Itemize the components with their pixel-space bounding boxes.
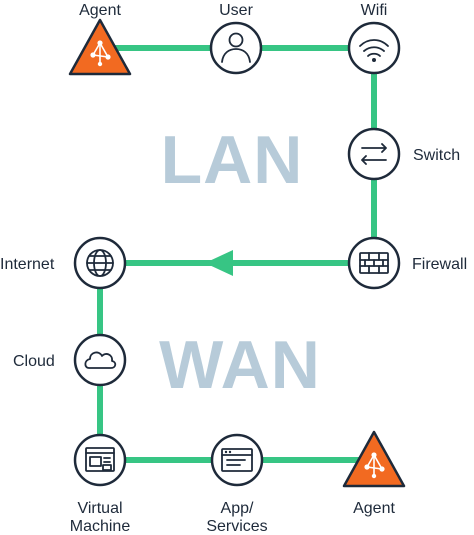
user-node-circle: [209, 21, 263, 75]
agent-bottom-label: Agent: [353, 500, 395, 517]
node-agent-bottom: Agent: [342, 430, 406, 517]
internet-label: Internet: [0, 256, 55, 273]
switch-label: Switch: [413, 147, 460, 164]
browser-window-icon: [221, 448, 253, 472]
node-agent-top: Agent: [68, 2, 132, 76]
user-label: User: [219, 2, 253, 19]
globe-icon: [86, 249, 114, 277]
cloud-icon: [84, 351, 117, 369]
wifi-icon: [359, 39, 389, 62]
cloud-node-circle: [73, 333, 127, 387]
node-user: User: [209, 2, 263, 75]
virtual-machine-node-circle: [73, 433, 127, 487]
firewall-brick-icon: [359, 252, 389, 274]
agent-network-glyph-icon: [364, 452, 385, 479]
virtual-machine-label-line2: Machine: [70, 518, 131, 535]
switch-node-circle: [347, 127, 401, 181]
app-services-label-line2: Services: [206, 518, 267, 535]
node-internet: Internet: [0, 236, 127, 290]
virtual-machine-icon: [85, 447, 115, 472]
wan-watermark: WAN: [159, 327, 321, 403]
node-app-services: App/ Services: [206, 433, 268, 535]
node-firewall: Firewall: [347, 236, 467, 290]
firewall-label: Firewall: [412, 256, 467, 273]
flow-arrow-icon: [205, 250, 233, 276]
node-cloud: Cloud: [13, 333, 127, 387]
wifi-label: Wifi: [361, 2, 388, 19]
node-switch: Switch: [347, 127, 460, 181]
cloud-label: Cloud: [13, 353, 55, 370]
node-wifi: Wifi: [347, 2, 401, 75]
user-icon: [221, 32, 251, 63]
agent-top-label: Agent: [79, 2, 121, 19]
node-virtual-machine: Virtual Machine: [70, 433, 131, 535]
lan-watermark: LAN: [161, 122, 304, 198]
virtual-machine-label-line1: Virtual: [77, 500, 122, 517]
app-services-label-line1: App/: [221, 500, 254, 517]
switch-arrows-icon: [361, 143, 387, 165]
agent-network-glyph-icon: [90, 40, 111, 67]
